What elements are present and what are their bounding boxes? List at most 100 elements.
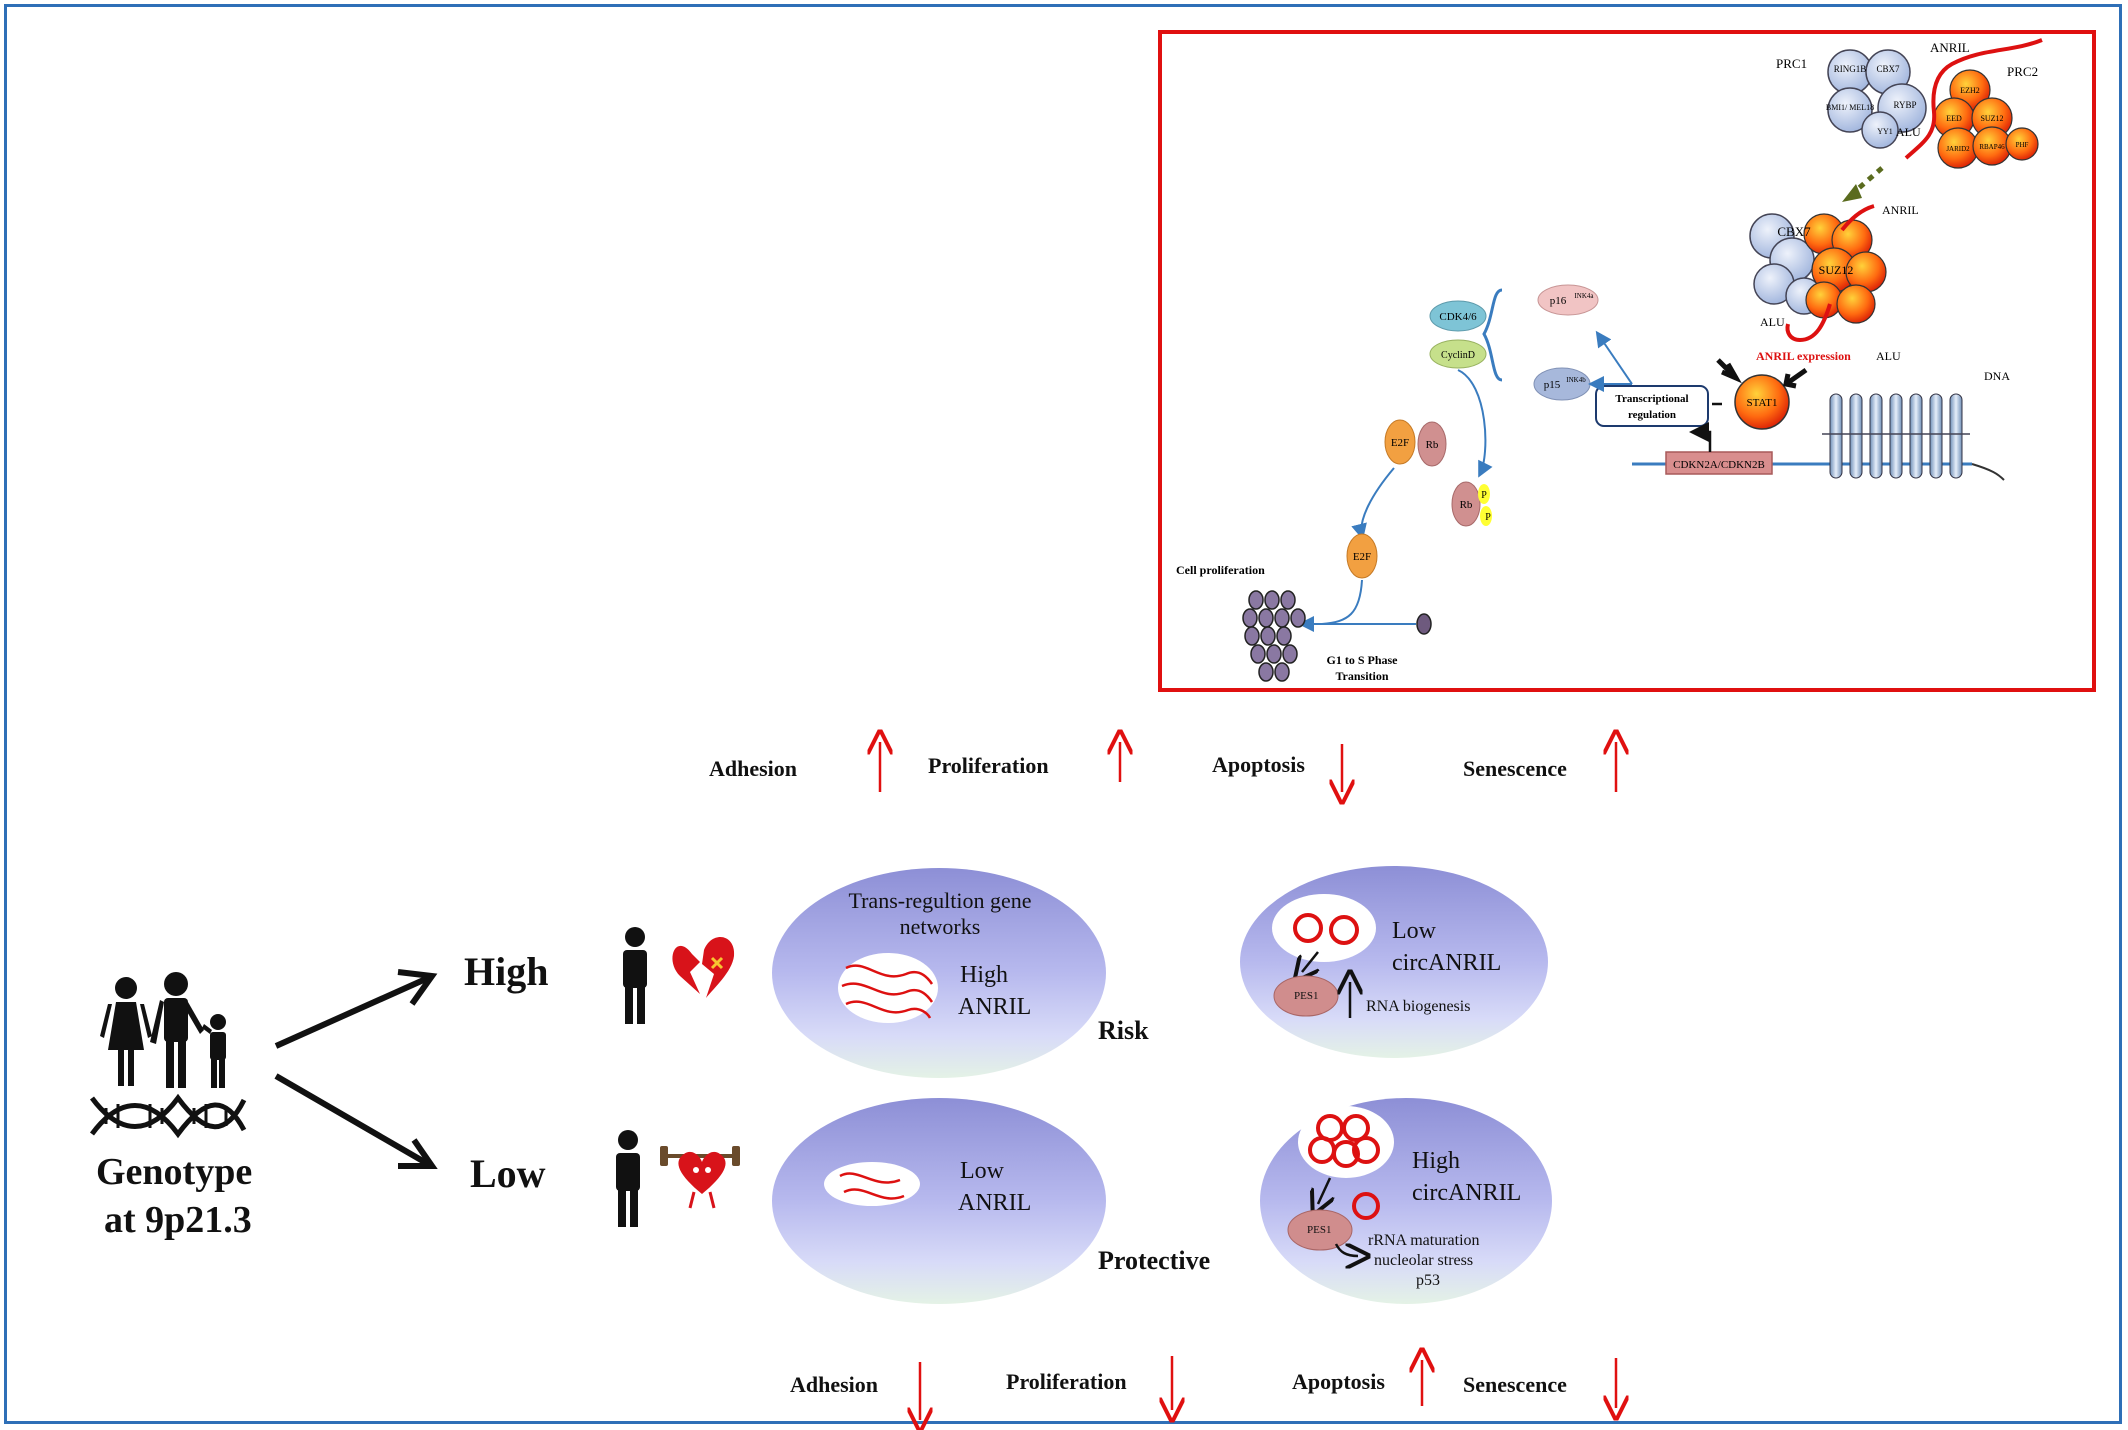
anril-label-top: ANRIL: [1930, 40, 1970, 55]
e2f-node-2: [1346, 533, 1378, 579]
cdkn2-box: [1665, 451, 1773, 475]
prc2-subunit: JARID2: [1946, 145, 1970, 153]
cbx7-text: CBX7: [1777, 224, 1811, 239]
prc1-subunit: YY1: [1877, 127, 1893, 136]
prc1-subunit: CBX7: [1876, 64, 1900, 74]
cdk46-text: CDK4/6: [1439, 311, 1477, 323]
anril-label-mid: ANRIL: [1882, 203, 1919, 217]
effect-senescence-low: Senescence: [1463, 1372, 1567, 1397]
regulation-to-p16-arrow: [1595, 330, 1633, 385]
stat1-text: STAT1: [1747, 397, 1778, 409]
high-circanril-line2: circANRIL: [1412, 1180, 1522, 1206]
low-circanril-line2: circANRIL: [1392, 950, 1502, 976]
genotype-label-line2: at 9p21.3: [104, 1199, 252, 1241]
recruitment-arrowhead: [1842, 184, 1862, 202]
cdkn2-to-regulation-arrow: [1689, 422, 1712, 452]
single-cell: [1416, 613, 1432, 635]
alu-label-mid: ALU: [1760, 315, 1785, 329]
alu-label-dna: ALU: [1876, 349, 1901, 363]
prc2-subunit: RBAP46: [1979, 143, 2005, 151]
high-anril-line2: ANRIL: [958, 994, 1032, 1020]
cell-proliferation-label: Cell proliferation: [1176, 563, 1265, 577]
prc2-subunit: EED: [1946, 114, 1962, 123]
phospho-1: [1478, 484, 1490, 504]
prc1-label: PRC1: [1776, 56, 1807, 71]
transcriptional-text-2: regulation: [1628, 409, 1676, 421]
genotype-label-line1: Genotype: [96, 1151, 253, 1193]
rb-text-1: Rb: [1426, 439, 1439, 451]
anril-strand-mid-top: [1840, 204, 1875, 232]
phospho-2: [1480, 506, 1492, 526]
prc2-subunit: PHF: [2016, 141, 2029, 149]
rna-biogenesis-text: RNA biogenesis: [1366, 998, 1471, 1015]
cell-cluster: [1242, 590, 1306, 682]
nucleolar-stress-text: nucleolar stress: [1374, 1252, 1474, 1269]
p15-superscript: INK4b: [1566, 376, 1586, 384]
p16-text: p16: [1550, 295, 1567, 307]
cbx7-suz12-complex: CBX7 SUZ12: [1749, 213, 1887, 324]
anril-strand-top: [1904, 38, 2043, 160]
figure-frame: [4, 4, 2122, 1424]
e2f-text-1: E2F: [1391, 437, 1409, 449]
high-anril-line1: High: [960, 962, 1008, 988]
p16-node: [1537, 284, 1599, 316]
g1s-label-1: G1 to S Phase: [1326, 653, 1398, 667]
effect-senescence-high: Senescence: [1463, 756, 1567, 781]
effect-apoptosis-low: Apoptosis: [1292, 1369, 1385, 1394]
dna-coils: [1632, 393, 2005, 481]
linear-anril-ellipse-high: [772, 868, 1106, 1078]
prc1-complex: RING1B CBX7 BMI1/ MEL18 RYBP YY1: [1826, 49, 1927, 149]
cyclind-to-rb-arrow: [1457, 369, 1493, 478]
low-anril-line1: Low: [960, 1158, 1004, 1184]
stat1-node: [1734, 374, 1790, 430]
prc1-subunit: BMI1/ MEL18: [1826, 103, 1874, 112]
phospho-text-2: P: [1485, 512, 1491, 523]
e2f-text-2: E2F: [1353, 551, 1371, 563]
pes1-text-high: PES1: [1307, 1224, 1332, 1236]
phospho-text-1: P: [1481, 490, 1487, 501]
rb-node-1: [1417, 421, 1447, 467]
branch-low-label: Low: [470, 1151, 546, 1196]
g1s-curve: [1302, 579, 1363, 625]
prc1-subunit: RYBP: [1893, 100, 1916, 110]
effect-adhesion-high: Adhesion: [709, 756, 798, 781]
alu-label-top: ALU: [1896, 125, 1921, 139]
transcriptional-text-1: Transcriptional: [1615, 393, 1688, 405]
effect-proliferation-high: Proliferation: [928, 753, 1049, 778]
anril-strand-mid-bottom: [1785, 303, 1832, 343]
p15-text: p15: [1544, 379, 1561, 391]
effect-apoptosis-high: Apoptosis: [1212, 752, 1305, 777]
low-anril-line2: ANRIL: [958, 1190, 1032, 1216]
low-circanril-line1: Low: [1392, 918, 1436, 944]
cyclind-text: CyclinD: [1441, 350, 1475, 361]
rrna-maturation-text: rRNA maturation: [1368, 1232, 1480, 1249]
p16-superscript: INK4a: [1574, 292, 1594, 300]
mechanism-graphic: RING1B CBX7 BMI1/ MEL18 RYBP YY1 EZH2 EE…: [1176, 38, 2043, 683]
inhibitor-bracket: [1482, 288, 1503, 382]
transcriptional-regulation-box: [1595, 385, 1709, 427]
p53-text: p53: [1416, 1272, 1440, 1289]
risk-label: Risk: [1098, 1016, 1149, 1045]
p15-node: [1533, 367, 1591, 401]
pes1-text-low: PES1: [1294, 990, 1319, 1002]
prc2-complex: EZH2 EED SUZ12 JARID2 RBAP46 PHF: [1933, 69, 2039, 169]
branch-high-label: High: [464, 949, 549, 994]
prc2-subunit: SUZ12: [1980, 114, 2003, 123]
protective-label: Protective: [1098, 1246, 1211, 1275]
rb-node-2: [1451, 481, 1481, 527]
stat1-arrow-right: [1784, 367, 1808, 387]
cdkn2-text: CDKN2A/CDKN2B: [1673, 459, 1765, 471]
prc2-subunit: EZH2: [1960, 86, 1980, 95]
cyclind-node: [1429, 339, 1487, 369]
effect-adhesion-low: Adhesion: [790, 1372, 879, 1397]
e2f-release-arrow: [1351, 467, 1395, 540]
high-circanril-line1: High: [1412, 1148, 1460, 1174]
prc1-subunit: RING1B: [1834, 64, 1867, 74]
mechanism-panel: RING1B CBX7 BMI1/ MEL18 RYBP YY1 EZH2 EE…: [1158, 30, 2096, 692]
effect-proliferation-low: Proliferation: [1006, 1369, 1127, 1394]
prc2-label: PRC2: [2007, 64, 2038, 79]
suz12-text: SUZ12: [1819, 263, 1854, 277]
cdk46-node: [1429, 300, 1487, 332]
g1s-label-2: Transition: [1335, 669, 1388, 683]
anril-expression-label: ANRIL expression: [1756, 349, 1851, 363]
